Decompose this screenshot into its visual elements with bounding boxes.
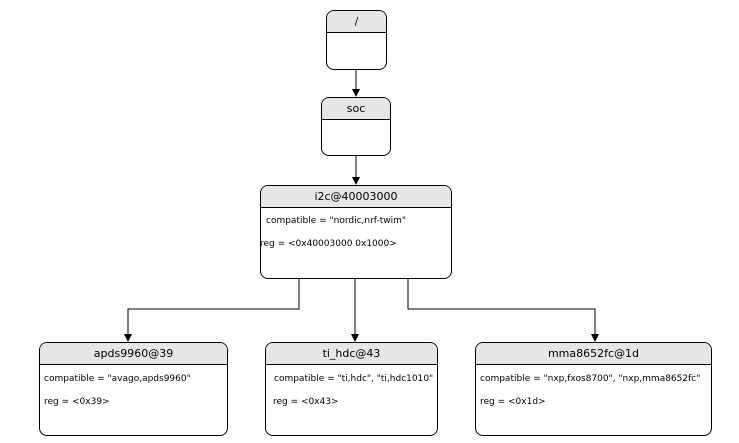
node-apds9960-body: compatible = "avago,apds9960" reg = <0x3… [40, 365, 227, 435]
node-mma8652fc-reg: reg = <0x1d> [480, 397, 546, 407]
node-root[interactable]: / [326, 10, 387, 70]
node-soc-title: soc [322, 98, 390, 120]
node-root-title: / [327, 11, 386, 33]
node-i2c-compatible: compatible = "nordic,nrf-twim" [266, 216, 407, 226]
node-apds9960[interactable]: apds9960@39 compatible = "avago,apds9960… [39, 342, 228, 436]
node-i2c-body: compatible = "nordic,nrf-twim" reg = <0x… [261, 208, 451, 278]
node-i2c-reg: reg = <0x40003000 0x1000> [260, 239, 397, 249]
node-apds9960-title: apds9960@39 [40, 343, 227, 365]
node-ti-hdc-body: compatible = "ti,hdc", "ti,hdc1010" reg … [266, 365, 437, 435]
node-ti-hdc-compatible: compatible = "ti,hdc", "ti,hdc1010" [274, 374, 434, 384]
edge-i2c-mma [407, 279, 599, 342]
node-ti-hdc[interactable]: ti_hdc@43 compatible = "ti,hdc", "ti,hdc… [265, 342, 438, 436]
node-i2c[interactable]: i2c@40003000 compatible = "nordic,nrf-tw… [260, 185, 452, 279]
node-mma8652fc-compatible: compatible = "nxp,fxos8700", "nxp,mma865… [480, 374, 701, 384]
node-i2c-title: i2c@40003000 [261, 186, 451, 208]
node-soc[interactable]: soc [321, 97, 391, 156]
edge-i2c-apds [124, 279, 300, 342]
node-mma8652fc-title: mma8652fc@1d [476, 343, 711, 365]
node-ti-hdc-reg: reg = <0x43> [273, 397, 339, 407]
node-apds9960-reg: reg = <0x39> [44, 397, 110, 407]
node-mma8652fc[interactable]: mma8652fc@1d compatible = "nxp,fxos8700"… [475, 342, 712, 436]
node-apds9960-compatible: compatible = "avago,apds9960" [44, 374, 191, 384]
node-mma8652fc-body: compatible = "nxp,fxos8700", "nxp,mma865… [476, 365, 711, 435]
node-ti-hdc-title: ti_hdc@43 [266, 343, 437, 365]
